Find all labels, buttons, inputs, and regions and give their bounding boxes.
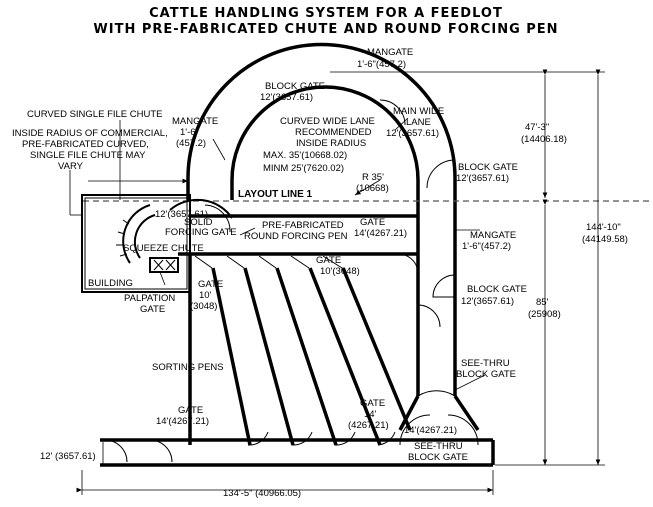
dim-85-label: 85'	[536, 297, 549, 308]
chute-dim-label: 12'(3657.61)	[155, 209, 208, 220]
labels: MANGATE 1'-6"(457.2) BLOCK GATE 12'(3657…	[12, 47, 628, 499]
inside-radius-label-2: PRE-FABRICATED CURVED,	[22, 139, 149, 150]
block-gate-top-dim: 12'(3657.61)	[260, 92, 313, 103]
building-label: BUILDING	[88, 278, 133, 289]
layout-line-label: LAYOUT LINE 1	[238, 189, 313, 200]
mangate-top-label: MANGATE	[367, 47, 413, 58]
inside-radius-label-1: INSIDE RADIUS OF COMMERCIAL,	[12, 128, 168, 139]
gate-14-br-dim: 14'(4267.21)	[404, 425, 457, 436]
see-thru-label: SEE-THRU	[461, 358, 510, 369]
main-wide-lane-label-2: LANE	[406, 117, 431, 128]
chute-inner	[133, 214, 156, 259]
radius-label: R 35'	[362, 172, 384, 183]
gate-10-left-dim: 10'	[199, 290, 212, 301]
gate-10-label: GATE	[316, 255, 341, 266]
gate-14-right-label: GATE	[360, 217, 385, 228]
block-gate-arc-mid	[432, 274, 456, 298]
alley-gate	[395, 253, 419, 273]
chute-outer	[122, 204, 151, 264]
min-radius-label: MINM 25'(7620.02)	[263, 163, 344, 174]
inside-radius-label-3: SINGLE FILE CHUTE MAY	[30, 150, 146, 161]
solid-forcing-label: SOLID	[184, 217, 213, 228]
curved-wide-lane-label: CURVED WIDE LANE	[280, 116, 375, 127]
forcing-pen-arc	[169, 198, 233, 219]
gate-14-bm-dim: 14'	[364, 409, 377, 420]
mangate-right-label: MANGATE	[470, 230, 516, 241]
block-gate-arc-mid2	[417, 304, 441, 328]
squeeze-chute	[149, 257, 179, 273]
see-thru-bottom-label-2: BLOCK GATE	[408, 452, 468, 463]
block-gate-top-label: BLOCK GATE	[265, 81, 325, 92]
solid-forcing-label-2: FORCING GATE	[165, 227, 237, 238]
block-gate-mid-dim: 12'(3657.61)	[461, 296, 514, 307]
bottom-gates	[104, 439, 173, 463]
mangate-right-dim: 1'-6"(457.2)	[462, 241, 511, 252]
mangate-left-dim: 1'-6"	[180, 127, 199, 138]
block-gate-right-label: BLOCK GATE	[458, 162, 518, 173]
gate-14-bm-metric: (4267.21)	[348, 420, 389, 431]
gate-14-bm-label: GATE	[360, 398, 385, 409]
see-thru-bottom-label: SEE-THRU	[414, 441, 463, 452]
see-thru-funnel	[398, 395, 480, 431]
title-line-2: WITH PRE-FABRICATED CHUTE AND ROUND FORC…	[93, 22, 558, 37]
palpation-label: PALPATION	[124, 293, 175, 304]
dim-47-label: 47'-3"	[525, 122, 549, 133]
gate-10-left-label: GATE	[198, 279, 223, 290]
inside-radius-label-4: VARY	[58, 161, 84, 172]
dim-144-metric: (44149.58)	[582, 234, 628, 245]
radius-dim: (10668)	[356, 183, 389, 194]
prefab-pen-label-2: ROUND FORCING PEN	[244, 231, 348, 242]
gate-14-bl-label: GATE	[178, 405, 203, 416]
squeeze-chute-mark	[153, 259, 176, 271]
mangate-left-label: MANGATE	[172, 116, 218, 127]
see-thru-arc	[417, 390, 456, 397]
palpation-label-2: GATE	[140, 304, 165, 315]
inner-arch	[230, 85, 420, 200]
mangate-left-metric: (457.2)	[176, 138, 206, 149]
mangate-top-dim: 1'-6"(457.2)	[357, 59, 406, 70]
building	[81, 194, 191, 293]
dim-47-metric: (14406.18)	[521, 134, 567, 145]
gate-10-dim: 10'(3048)	[320, 266, 360, 277]
block-gate-arc-top	[426, 159, 456, 189]
gate-14-right-dim: 14'(4267.21)	[354, 228, 407, 239]
leader-lines	[69, 117, 486, 391]
chute-slats	[116, 219, 130, 257]
gate-14-bl-dim: 14'(4267.21)	[156, 416, 209, 427]
curved-wide-lane-label-2: RECOMMENDED	[295, 127, 372, 138]
prefab-pen-label: PRE-FABRICATED	[262, 220, 344, 231]
block-gate-right-dim: 12'(3657.61)	[456, 173, 509, 184]
dim-bottom-left: 12' (3657.61)	[40, 451, 96, 462]
gate-10-left-metric: (3048)	[190, 301, 217, 312]
curved-chute-label: CURVED SINGLE FILE CHUTE	[27, 109, 163, 120]
title-line-1: CATTLE HANDLING SYSTEM FOR A FEEDLOT	[149, 6, 503, 21]
dim-total-width: 134'-5" (40966.05)	[223, 488, 301, 499]
building-inner	[84, 197, 188, 290]
see-thru-label-2: BLOCK GATE	[456, 369, 516, 380]
main-wide-lane-label: MAIN WIDE	[393, 106, 444, 117]
main-wide-lane-dim: 12'(3657.61)	[386, 128, 439, 139]
outer-arch	[186, 42, 457, 200]
dim-144-label: 144'-10"	[586, 222, 621, 233]
block-gate-mid-label: BLOCK GATE	[467, 284, 527, 295]
squeeze-chute-label: SQUEEZE CHUTE	[123, 243, 204, 254]
dim-85-metric: (25908)	[528, 309, 561, 320]
curved-wide-lane-label-3: INSIDE RADIUS	[296, 138, 366, 149]
dimension-lines	[76, 69, 605, 495]
sorting-pens-label: SORTING PENS	[152, 362, 224, 373]
forcing-gate-arc	[204, 204, 231, 233]
max-radius-label: MAX. 35'(10668.02)	[263, 150, 347, 161]
